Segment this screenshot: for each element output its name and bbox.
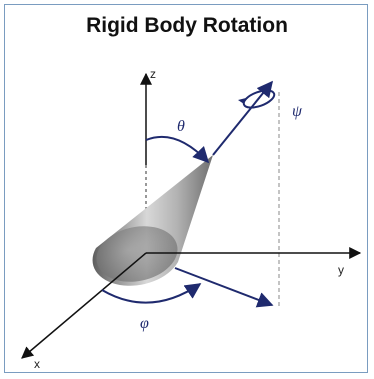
z-axis-label: z <box>150 67 156 81</box>
theta-label: θ <box>177 118 185 135</box>
node-line-arrow <box>174 267 274 308</box>
cone-shape <box>92 155 213 286</box>
diagram-title: Rigid Body Rotation <box>86 14 288 37</box>
x-axis-label: x <box>34 357 40 371</box>
x-axis <box>21 252 147 359</box>
phi-arc <box>101 283 202 304</box>
psi-label: ψ <box>292 103 303 120</box>
theta-arc <box>145 135 210 164</box>
y-axis-label: y <box>338 263 344 277</box>
phi-label: φ <box>140 315 149 332</box>
psi-rotation-arrow <box>238 89 276 109</box>
body-axis <box>212 80 274 156</box>
